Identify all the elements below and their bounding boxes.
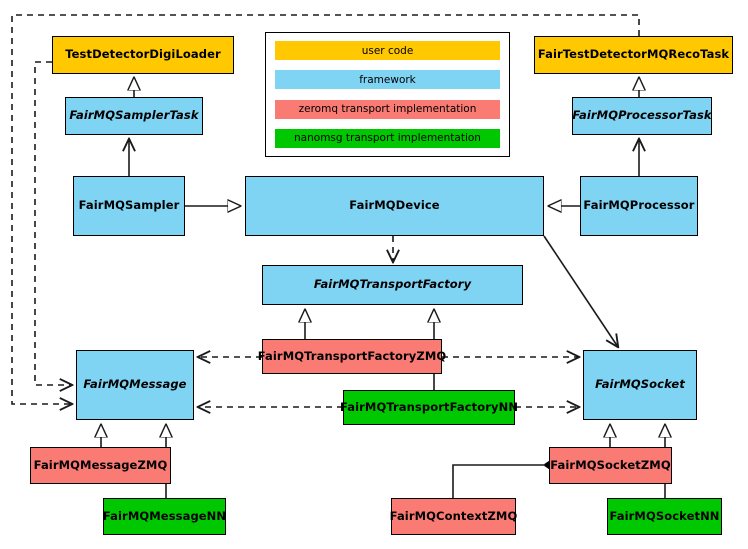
class-box-fairmqcontextzmq[interactable]: FairMQContextZMQ <box>389 498 518 535</box>
class-label: FairMQSocketZMQ <box>550 457 671 472</box>
legend-label: user code <box>361 44 414 57</box>
class-box-fairmqsocket[interactable]: FairMQSocket <box>583 350 697 420</box>
class-box-fairmqmessage[interactable]: FairMQMessage <box>76 350 194 420</box>
class-box-fairtestdetectormqrecotask[interactable]: FairTestDetectorMQRecoTask <box>534 36 733 74</box>
class-box-fairmqsocketzmq[interactable]: FairMQSocketZMQ <box>549 447 672 484</box>
legend-item-framework: framework <box>275 70 500 90</box>
class-box-testdetectordigiloader[interactable]: TestDetectorDigiLoader <box>52 36 234 74</box>
class-box-fairmqmessagenn[interactable]: FairMQMessageNN <box>103 498 226 535</box>
edge-recotask-to-message <box>11 14 640 404</box>
class-label: FairMQProcessor <box>583 198 695 213</box>
class-box-fairmqsocketnn[interactable]: FairMQSocketNN <box>607 498 722 535</box>
class-box-fairmqsampler[interactable]: FairMQSampler <box>73 176 185 236</box>
color-legend: user code framework zeromq transport imp… <box>265 32 510 157</box>
class-box-fairmqdevice[interactable]: FairMQDevice <box>245 176 544 236</box>
edge-digiloader-to-message <box>34 61 72 385</box>
class-box-fairmqsamplertask[interactable]: FairMQSamplerTask <box>65 97 203 135</box>
legend-item-nanomsg: nanomsg transport implementation <box>275 128 500 148</box>
class-label: FairMQProcessorTask <box>572 108 712 123</box>
legend-label: nanomsg transport implementation <box>294 132 481 145</box>
edge-device-to-socket <box>543 235 618 347</box>
class-box-fairmqtransportfactorynn[interactable]: FairMQTransportFactoryNN <box>339 390 519 425</box>
legend-item-user-code: user code <box>275 41 500 60</box>
class-label: FairMQSocket <box>595 377 685 392</box>
class-box-fairmqprocessor[interactable]: FairMQProcessor <box>580 176 698 236</box>
class-label: FairMQMessage <box>83 377 187 392</box>
class-label: FairMQTransportFactory <box>313 277 472 292</box>
class-label: FairMQTransportFactoryNN <box>339 399 519 414</box>
class-label: FairMQSamplerTask <box>69 108 199 123</box>
class-label: FairMQSampler <box>78 198 180 213</box>
class-label: FairTestDetectorMQRecoTask <box>537 47 730 62</box>
class-label: FairMQMessageNN <box>102 508 227 523</box>
class-label: TestDetectorDigiLoader <box>65 47 221 62</box>
class-label: FairMQMessageZMQ <box>33 457 168 472</box>
class-box-fairmqtransportfactory[interactable]: FairMQTransportFactory <box>262 265 523 305</box>
class-box-fairmqprocessortask[interactable]: FairMQProcessorTask <box>572 97 712 135</box>
class-box-fairmqmessagezmq[interactable]: FairMQMessageZMQ <box>30 447 171 484</box>
class-box-fairmqtransportfactoryzmq[interactable]: FairMQTransportFactoryZMQ <box>258 339 446 374</box>
legend-label: zeromq transport implementation <box>298 103 477 116</box>
class-label: FairMQDevice <box>349 198 440 213</box>
class-label: FairMQTransportFactoryZMQ <box>257 348 447 363</box>
class-label: FairMQSocketNN <box>609 508 720 523</box>
class-label: FairMQContextZMQ <box>389 508 518 523</box>
legend-item-zeromq: zeromq transport implementation <box>275 99 500 119</box>
legend-label: framework <box>359 73 416 86</box>
